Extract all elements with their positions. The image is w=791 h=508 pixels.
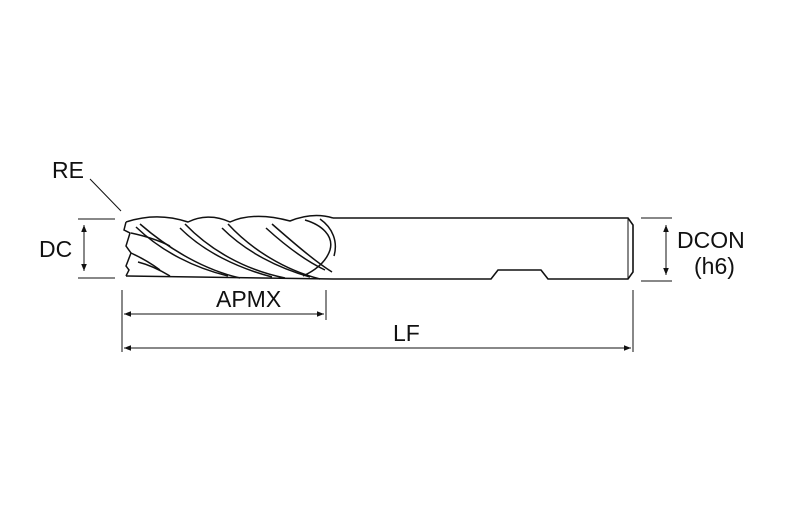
extension-lines xyxy=(78,217,672,352)
dc-label: DC xyxy=(39,236,73,262)
dcon-label: DCON xyxy=(677,227,745,253)
flute-section xyxy=(123,214,337,280)
shank xyxy=(333,217,634,280)
lf-label: LF xyxy=(393,320,420,346)
re-label: RE xyxy=(52,157,84,183)
re-leader xyxy=(89,178,122,212)
apmx-label: APMX xyxy=(216,286,282,312)
tolerance-label: (h6) xyxy=(694,253,735,279)
